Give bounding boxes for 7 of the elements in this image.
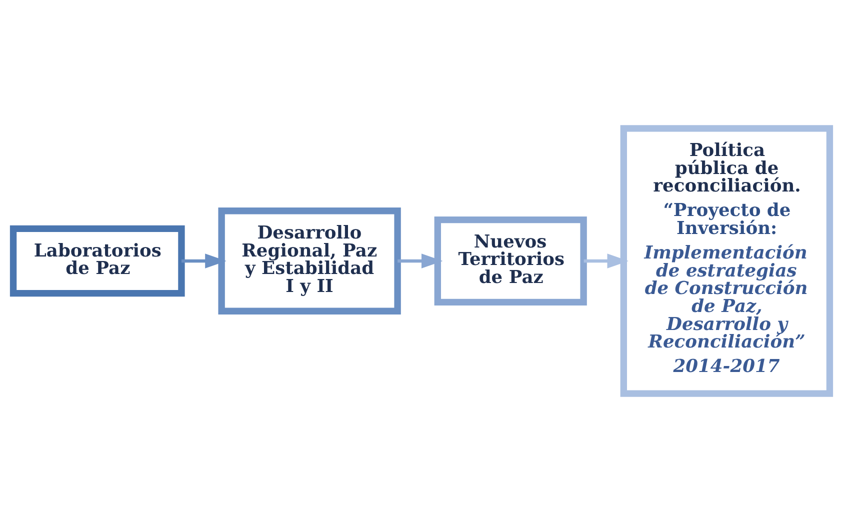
- arrow: [181, 254, 226, 268]
- node-box: Nuevos Territorios de Paz: [434, 216, 587, 306]
- arrow: [584, 254, 628, 268]
- node-box: Política pública de reconciliación. “Proyecto de Inversión: Implementación de estrategias de Construcción de Paz, Desarrollo y Reconciliación” 2014-2017: [620, 125, 834, 397]
- arrow: [398, 254, 443, 268]
- node-box: Desarrollo Regional, Paz y Estabilidad I y II: [218, 208, 401, 314]
- node-box: Laboratorios de Paz: [10, 225, 185, 297]
